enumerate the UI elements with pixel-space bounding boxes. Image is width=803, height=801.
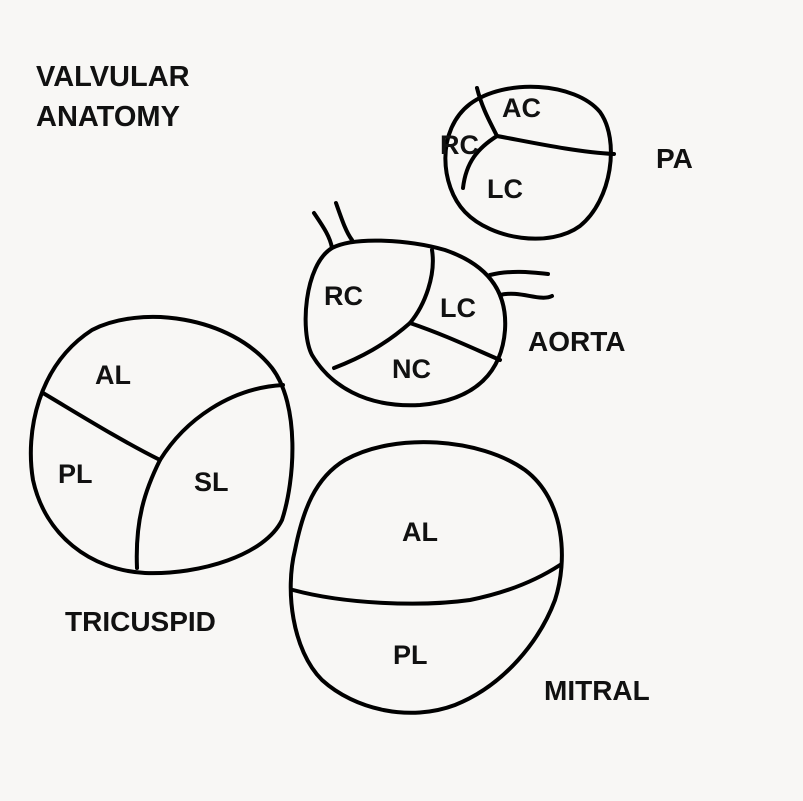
mitral-leaflet-pl: PL [393, 640, 428, 670]
tricuspid-commissure-1 [43, 393, 160, 460]
tricuspid-commissure-2 [160, 385, 283, 460]
tricuspid-leaflet-sl: SL [194, 467, 229, 497]
mitral-valve: AL PL MITRAL [291, 442, 650, 713]
aortic-coronary-stub-right [336, 203, 352, 240]
aortic-valve-label: AORTA [528, 326, 625, 357]
title-line-1: VALVULAR [36, 61, 190, 93]
pulmonary-cusp-rc: RC [440, 130, 479, 160]
mitral-coaptation-line [293, 565, 560, 604]
aortic-valve: RC LC NC AORTA [306, 203, 626, 405]
aortic-coronary-stub-upper [490, 272, 548, 275]
aortic-coronary-stub-left [314, 213, 332, 248]
aortic-cusp-rc: RC [324, 281, 363, 311]
pulmonary-cusp-lc: LC [487, 174, 523, 204]
mitral-valve-label: MITRAL [544, 675, 650, 706]
pulmonary-valve: AC RC LC PA [440, 87, 693, 239]
pulmonary-valve-label: PA [656, 143, 693, 174]
aortic-commissure-1 [410, 250, 433, 323]
aortic-cusp-nc: NC [392, 354, 431, 384]
title-line-2: ANATOMY [36, 101, 180, 133]
aortic-coronary-stub-lower [500, 294, 552, 298]
aortic-cusp-lc: LC [440, 293, 476, 323]
mitral-leaflet-al: AL [402, 517, 438, 547]
tricuspid-valve: AL PL SL TRICUSPID [31, 317, 293, 637]
pulmonary-commissure-2 [497, 136, 614, 154]
tricuspid-leaflet-al: AL [95, 360, 131, 390]
pulmonary-cusp-ac: AC [502, 93, 541, 123]
tricuspid-valve-outline [31, 317, 293, 573]
tricuspid-valve-label: TRICUSPID [65, 606, 216, 637]
tricuspid-commissure-3 [137, 460, 160, 568]
tricuspid-leaflet-pl: PL [58, 459, 93, 489]
mitral-valve-outline [291, 442, 562, 713]
